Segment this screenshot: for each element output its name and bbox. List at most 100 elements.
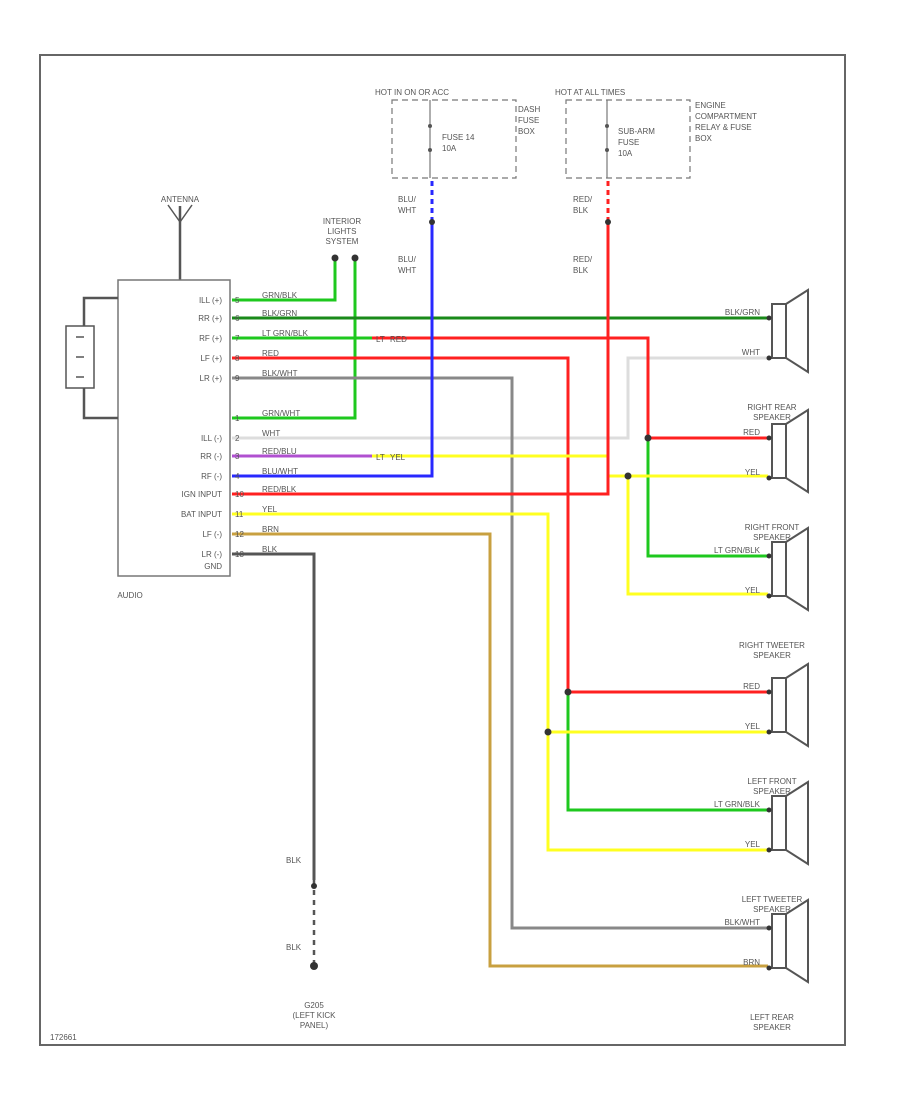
- wire-wht: [232, 356, 768, 440]
- speaker-wire-label-2: WHT: [742, 348, 760, 357]
- speaker-wire-label-2: YEL: [745, 586, 761, 595]
- speaker-wire-label-1: LT GRN/BLK: [714, 800, 761, 809]
- wire-gnd: [232, 552, 316, 880]
- fuse-box-dash: HOT IN ON OR ACC FUSE 14 10A DASH FUSE B…: [375, 88, 540, 179]
- speaker-name-1: LEFT REAR: [750, 1013, 794, 1022]
- ground-label-2: (LEFT KICK: [293, 1011, 337, 1020]
- speaker-name-2: SPEAKER: [753, 787, 791, 796]
- audio-pin-wire-label: BLU/WHT: [262, 467, 298, 476]
- speaker-name-2: SPEAKER: [753, 905, 791, 914]
- speaker-wire-label-2: YEL: [745, 468, 761, 477]
- ground-blk-label-1: BLK: [286, 856, 302, 865]
- audio-pin-number: 2: [235, 434, 240, 443]
- speaker-name-1: LEFT TWEETER: [742, 895, 803, 904]
- engine-box-name-2: COMPARTMENT: [695, 112, 757, 121]
- audio-pin-name: BAT INPUT: [181, 510, 222, 519]
- speaker-name-1: LEFT FRONT: [747, 777, 796, 786]
- audio-pin-name: LF (+): [200, 354, 222, 363]
- interior-lights-label-1: INTERIOR: [323, 217, 361, 226]
- audio-pin-wire-label: BRN: [262, 525, 279, 534]
- speaker-wire-label-2: YEL: [745, 840, 761, 849]
- audio-label: AUDIO: [117, 591, 142, 600]
- speaker-wire-label-2: BRN: [743, 958, 760, 967]
- audio-pin-number: 10: [235, 490, 244, 499]
- audio-pin-number: 6: [235, 314, 240, 323]
- wire-rr-tweeter-yel: [626, 476, 768, 596]
- audio-pin-name: ILL (-): [201, 434, 222, 443]
- dash-fuse-box-name-3: BOX: [518, 127, 536, 136]
- dash-fuse-box-name-1: DASH: [518, 105, 540, 114]
- antenna-icon: ANTENNA: [161, 195, 200, 280]
- speaker-name-1: RIGHT FRONT: [745, 523, 800, 532]
- wire-rf-red: [372, 336, 768, 440]
- audio-pin-wire-label: RED: [262, 349, 279, 358]
- interior-lights-label-2: LIGHTS: [328, 227, 357, 236]
- diagram-frame: [39, 54, 846, 1046]
- speaker-icon: [766, 288, 809, 374]
- speaker-wire-label-1: RED: [743, 428, 760, 437]
- speaker-name-2: SPEAKER: [753, 533, 791, 542]
- wire-rf-tweeter: [646, 438, 768, 558]
- wire-red-blk: [232, 222, 610, 496]
- audio-pin-number: 12: [235, 530, 244, 539]
- speaker-wire-label-1: BLK/GRN: [725, 308, 760, 317]
- speaker-wire-label-2: YEL: [745, 722, 761, 731]
- speaker-icon: [766, 780, 809, 866]
- audio-pin-wire-label: GRN/WHT: [262, 409, 300, 418]
- engine-box-name-3: RELAY & FUSE: [695, 123, 752, 132]
- speaker-name-1: RIGHT TWEETER: [739, 641, 805, 650]
- blu-wht-label-2a: BLU/: [398, 255, 417, 264]
- audio-pin-wire-label: RED/BLU: [262, 447, 297, 456]
- audio-pin-number: 5: [235, 296, 240, 305]
- audio-pin-number: 1: [235, 414, 240, 423]
- speaker-wire-label-1: BLK/WHT: [724, 918, 760, 927]
- splice-yel-label: YEL: [390, 453, 406, 462]
- engine-box-name-4: BOX: [695, 134, 713, 143]
- audio-pin-wire-label: GRN/BLK: [262, 291, 298, 300]
- audio-pin-name: GND: [204, 562, 222, 571]
- speaker-name-1: RIGHT REAR: [747, 403, 796, 412]
- interior-lights-label-3: SYSTEM: [326, 237, 359, 246]
- speaker-icon: [766, 898, 809, 984]
- fuse-14-rating: 10A: [442, 144, 457, 153]
- speakers: BLK/GRN WHT RIGHT REAR SPEAKER RED YEL RIGHT F…: [714, 288, 809, 1032]
- red-blk-label-1b: BLK: [573, 206, 589, 215]
- ground-label-3: PANEL): [300, 1021, 329, 1030]
- antenna-label: ANTENNA: [161, 195, 200, 204]
- fuse-box-engine-hot-label: HOT AT ALL TIMES: [555, 88, 625, 97]
- red-blk-label-2a: RED/: [573, 255, 593, 264]
- sub-arm-fuse-label: SUB-ARM: [618, 127, 655, 136]
- splice-lt-label: LT: [376, 335, 385, 344]
- ground-blk-label-2: BLK: [286, 943, 302, 952]
- audio-pin-number: 7: [235, 334, 240, 343]
- audio-pin-number: 11: [235, 510, 244, 519]
- audio-pin-wire-label: YEL: [262, 505, 278, 514]
- audio-pin-rows: ILL (+) 5 GRN/BLK RR (+) 6 BLK/GRN RF (+) 7 LT G…: [181, 291, 309, 571]
- wire-grn-blk: [232, 258, 337, 302]
- audio-pin-number: 3: [235, 452, 240, 461]
- sub-arm-fuse-label-2: FUSE: [618, 138, 639, 147]
- audio-pin-name: RF (+): [199, 334, 222, 343]
- audio-pin-name: ILL (+): [199, 296, 222, 305]
- splice-lt-label-2: LT: [376, 453, 385, 462]
- audio-pin-name: IGN INPUT: [182, 490, 223, 499]
- audio-pin-wire-label: BLK: [262, 545, 278, 554]
- audio-pin-wire-label: LT GRN/BLK: [262, 329, 309, 338]
- audio-pin-number: 8: [235, 354, 240, 363]
- wire-lf-yel: [232, 512, 768, 852]
- blu-wht-label-1b: WHT: [398, 206, 416, 215]
- wire-blu-wht: [232, 222, 434, 478]
- audio-pin-name: RR (-): [200, 452, 222, 461]
- audio-pin-wire-label: RED/BLK: [262, 485, 297, 494]
- wire-lr-blk-wht: [232, 376, 768, 930]
- wires: [232, 180, 768, 968]
- wire-brn: [232, 532, 768, 968]
- sub-arm-fuse-rating: 10A: [618, 149, 633, 158]
- splice-red-label: RED: [390, 335, 407, 344]
- audio-pin-name: LR (+): [200, 374, 223, 383]
- audio-pin-wire-label: BLK/GRN: [262, 309, 297, 318]
- audio-pin-name: RR (+): [198, 314, 222, 323]
- speaker-icon: [766, 408, 809, 494]
- speaker-name-2: SPEAKER: [753, 651, 791, 660]
